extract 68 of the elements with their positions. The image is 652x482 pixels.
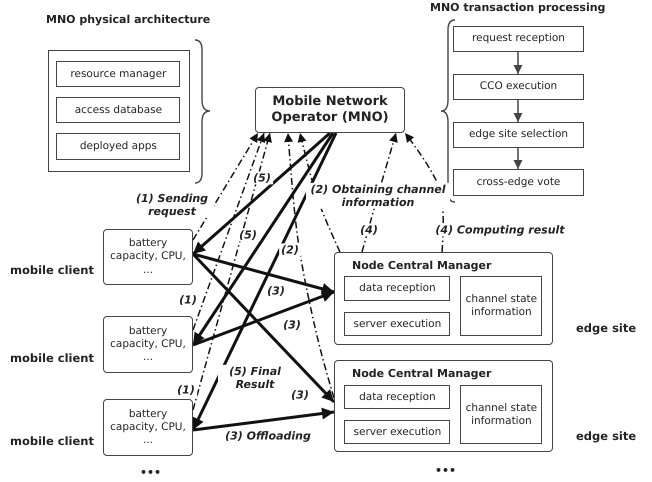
arrow [192,132,272,410]
box-label: request reception [472,32,565,46]
ellipsis: ••• [140,466,162,479]
component-box [344,312,450,336]
arrow [192,132,266,330]
edge-label: (5) [251,171,273,185]
edge-label: (2) [279,243,301,257]
box-label: server execution [354,426,442,439]
component-box [344,385,450,410]
box-label: battery capacity, CPU, ... [109,237,187,277]
arrow [284,132,335,398]
process-box [453,74,584,100]
process-box [453,26,584,52]
process-box [453,122,584,148]
arrow [192,132,331,256]
component-box [344,276,450,302]
box-label: access database [74,104,162,117]
edge-label: (3) [289,388,311,402]
edge-label: (4) Computing result [433,223,567,237]
panel-heading: Node Central Manager [352,259,492,272]
edge-label: (1) [177,293,199,307]
box-label: Mobile Network Operator (MNO) [270,94,390,126]
box-label: edge site selection [468,128,568,142]
edge-label: (3) Offloading [223,429,313,443]
box-label: CCO execution [480,80,558,94]
operator-box [255,87,405,133]
side-label: mobile client [10,351,94,366]
arrow [192,290,335,346]
panel-heading: Node Central Manager [352,367,492,380]
component-box [56,61,180,88]
edge-label: (3) [281,318,303,332]
component-box [56,97,180,124]
ellipsis: ••• [435,464,456,477]
box-label: cross-edge vote [476,176,560,190]
arrow [192,252,334,295]
box-label: channel state information [464,402,538,428]
side-label: mobile client [10,263,94,278]
box-label: battery capacity, CPU, ... [109,324,187,364]
arrow [514,100,522,122]
arrow [192,132,334,346]
edge-label: (1) [175,383,197,397]
edge-label: (4) [358,223,380,237]
side-label: edge site [576,429,636,443]
box-label: battery capacity, CPU, ... [109,408,187,448]
box-label: resource manager [70,68,166,81]
box-label: channel state information [464,293,538,320]
side-label: mobile client [10,434,94,448]
edge-label: (3) [265,284,287,298]
arrow [514,148,522,169]
component-box [460,276,542,336]
component-box [460,385,542,444]
arrow [192,132,338,431]
component-box [56,133,180,160]
process-box [453,169,584,196]
edge-label: (2) Obtaining channel information [306,182,450,210]
panel-heading: MNO physical architecture [46,13,210,26]
edge-label: (5) [237,228,259,242]
box-label: server execution [354,318,442,331]
side-label: edge site [576,321,636,335]
box-label: data reception [359,390,436,404]
arrow [514,52,522,74]
box-label: data reception [359,282,436,296]
arrow [192,132,259,240]
arrow [192,252,336,404]
box-label: deployed apps [80,140,157,154]
section-heading: MNO transaction processing [430,1,606,14]
component-box [344,420,450,444]
arrow [192,408,334,432]
